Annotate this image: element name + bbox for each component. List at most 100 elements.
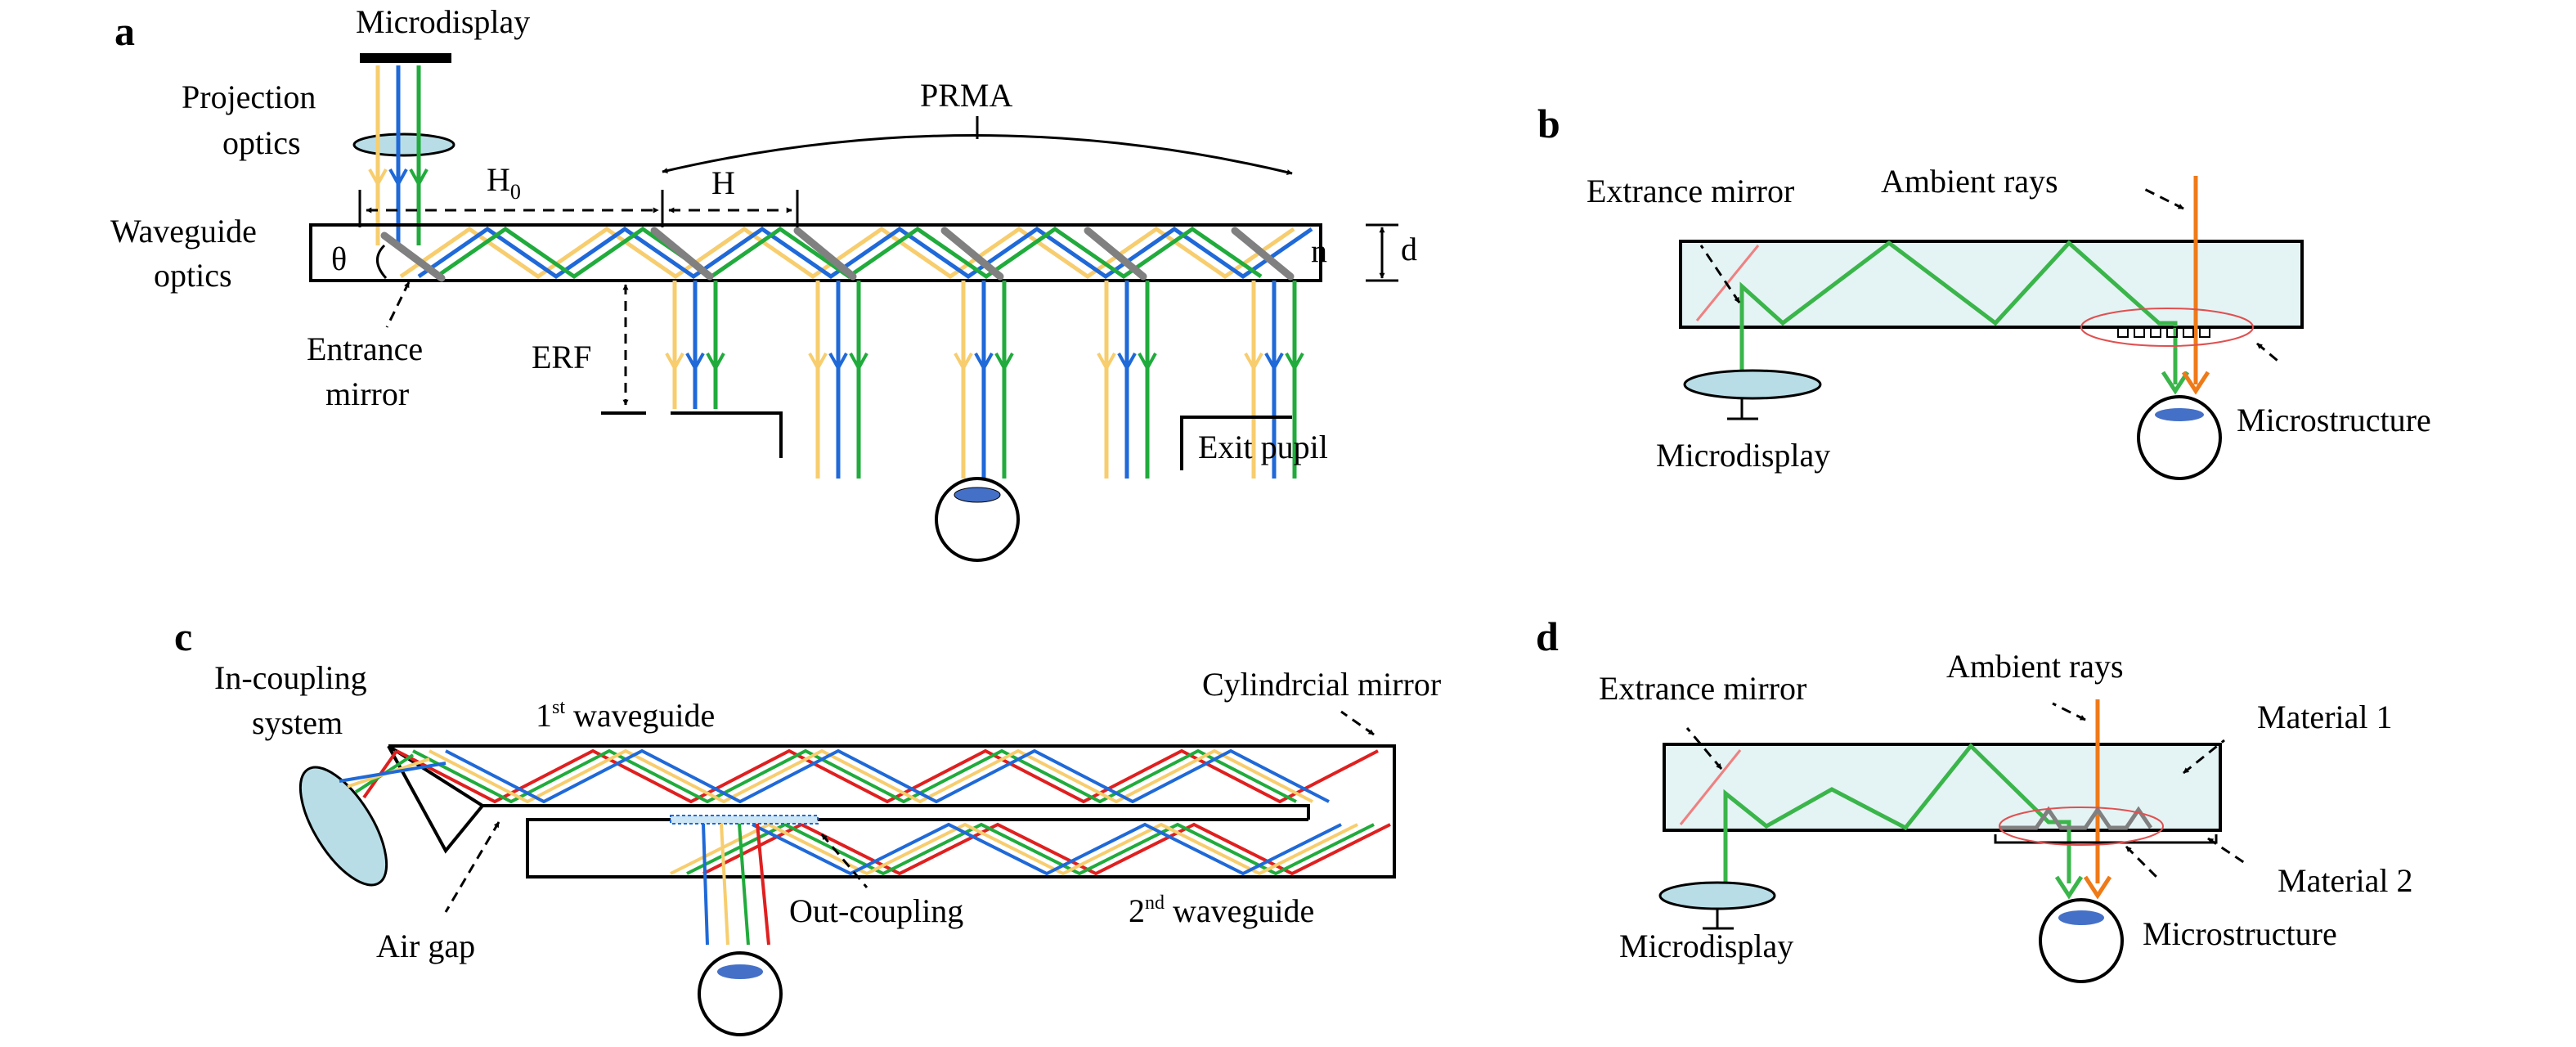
- zigzag-ray-blue: [417, 226, 1313, 280]
- extrance-mirror-d: [1679, 749, 1742, 825]
- microdisplay-label-b: Microdisplay: [1656, 437, 1830, 474]
- output-ray-c-red: [756, 823, 770, 946]
- output-ray-arrow-2-blue: [828, 353, 848, 372]
- output-ray-arrow-4-green: [1138, 353, 1157, 372]
- ambient-rays-label-b: Ambient rays: [1881, 163, 2058, 200]
- microstructure-label-d: Microstructure: [2143, 915, 2337, 952]
- microstructure-tooth-2: [2134, 326, 2145, 338]
- exit-pupil-bracket-right: [1180, 416, 1292, 470]
- microstructure-tooth-5: [2183, 326, 2194, 338]
- out-coupling-grating: [670, 815, 819, 825]
- waveguide-slab-b: [1679, 240, 2304, 329]
- entrance-mirror-label-line2: mirror: [325, 375, 409, 412]
- microstructure-tooth-1: [2117, 326, 2129, 338]
- material-2-label: Material 2: [2278, 862, 2413, 899]
- output-ray-arrow-3-blue: [974, 353, 994, 372]
- extrance-mirror-leader-b: [1699, 245, 1741, 303]
- thickness-label: d: [1401, 231, 1417, 267]
- waveguide-slab-d: [1663, 743, 2222, 832]
- material-1-leader: [2183, 739, 2225, 775]
- output-ray-c-blue: [702, 823, 709, 946]
- input-rays: [368, 65, 429, 245]
- panel-c-letter: c: [174, 613, 192, 659]
- lens-b: [1683, 369, 1822, 400]
- output-ray-arrow-3-yellow: [954, 353, 973, 372]
- output-ray-arrow-1-green: [706, 353, 725, 372]
- projection-optics-label-line1: Projection: [182, 79, 316, 115]
- output-ray-arrow-2-yellow: [808, 353, 828, 372]
- microstructure-highlight-b: [2080, 308, 2254, 347]
- out-coupling-leader: [820, 834, 868, 888]
- output-rays: [665, 281, 1304, 479]
- prma-mirror-5: [1231, 227, 1295, 281]
- output-ray-arrow-1-blue: [685, 353, 705, 372]
- ambient-rays-label-d: Ambient rays: [1946, 648, 2124, 685]
- h-label: H: [711, 164, 735, 201]
- microstructure-leader-b: [2256, 342, 2282, 366]
- zigzag-rays: [399, 226, 1313, 280]
- prma-mirrors: [650, 227, 1295, 281]
- theta-symbol: θ: [331, 240, 347, 277]
- output-ray-arrow-3-green: [994, 353, 1014, 372]
- waveguide-rays-c: [339, 748, 1391, 876]
- microstructure-highlight-d: [1999, 807, 2164, 846]
- theta-arc: [376, 244, 388, 280]
- green-ray-b: [1739, 240, 2178, 384]
- green-ray-d: [1723, 743, 2071, 896]
- cylindrical-mirror-label: Cylindrcial mirror: [1202, 666, 1441, 703]
- extrance-mirror-label-b: Extrance mirror: [1586, 173, 1794, 209]
- waveguide-outline-c: [388, 744, 1396, 878]
- refractive-index-label: n: [1311, 232, 1327, 269]
- prma-mirror-1: [650, 227, 714, 281]
- entrance-mirror-leader: [385, 281, 411, 328]
- microdisplay-icon: [360, 53, 451, 63]
- second-wg-ray-yellow: [670, 822, 1358, 876]
- exit-pupil-label: Exit pupil: [1198, 429, 1328, 465]
- output-ray-arrow-5-yellow: [1244, 353, 1263, 372]
- extrance-mirror-leader-d: [1685, 727, 1723, 770]
- output-rays-c: [702, 823, 770, 946]
- ambient-ray-d-head: [2083, 875, 2112, 900]
- first-wg-ray-blue: [445, 748, 1330, 804]
- material-1-label: Material 1: [2257, 699, 2393, 735]
- eye-icon-c: [698, 951, 783, 1036]
- output-ray-arrow-4-yellow: [1097, 353, 1116, 372]
- in-coupling-label-line2: system: [252, 704, 343, 741]
- panel-d-letter: d: [1536, 613, 1559, 659]
- output-ray-arrow-4-blue: [1117, 353, 1137, 372]
- panel-b-letter: b: [1537, 101, 1560, 146]
- lens-d: [1658, 881, 1776, 910]
- microdisplay-label-d: Microdisplay: [1619, 928, 1793, 964]
- microstructure-label-b: Microstructure: [2237, 402, 2431, 438]
- erf-label: ERF: [532, 339, 591, 375]
- panel-a-letter: a: [114, 8, 135, 54]
- out-coupling-label: Out-coupling: [789, 892, 963, 929]
- extrance-mirror-label-d: Extrance mirror: [1599, 670, 1806, 707]
- prma-mirror-3: [940, 227, 1004, 281]
- ambient-leader-b: [2142, 186, 2184, 210]
- first-wg-ray-yellow: [429, 748, 1313, 804]
- ambient-leader-d: [2052, 702, 2086, 721]
- input-ray-arrow-blue: [388, 169, 408, 188]
- second-wg-ray-blue: [752, 822, 1342, 876]
- h0-label: H0: [487, 161, 521, 204]
- input-ray-arrow-green: [409, 169, 429, 188]
- microstructure-tooth-6: [2199, 326, 2210, 338]
- air-gap-leader: [444, 821, 500, 913]
- first-waveguide-label: 1st waveguide: [536, 697, 715, 734]
- green-ray-d-head: [2054, 875, 2084, 900]
- entrance-mirror-label-line1: Entrance: [307, 330, 423, 367]
- panel-c: c In-coupling system 1st waveguide Cylin…: [174, 613, 1441, 1036]
- waveguide-optics-label-line2: optics: [154, 257, 232, 294]
- first-wg-ray-green: [412, 748, 1297, 804]
- microstructure-teeth-b: [2117, 326, 2210, 338]
- in-coupling-prism: [387, 745, 484, 854]
- cylindrical-mirror-leader: [1340, 710, 1375, 736]
- zigzag-ray-yellow: [399, 226, 1295, 280]
- projection-optics-label-line2: optics: [222, 124, 301, 161]
- prma-label: PRMA: [920, 77, 1012, 114]
- output-ray-arrow-2-green: [849, 353, 868, 372]
- ambient-ray-b-head: [2181, 371, 2210, 395]
- output-ray-arrow-5-blue: [1264, 353, 1284, 372]
